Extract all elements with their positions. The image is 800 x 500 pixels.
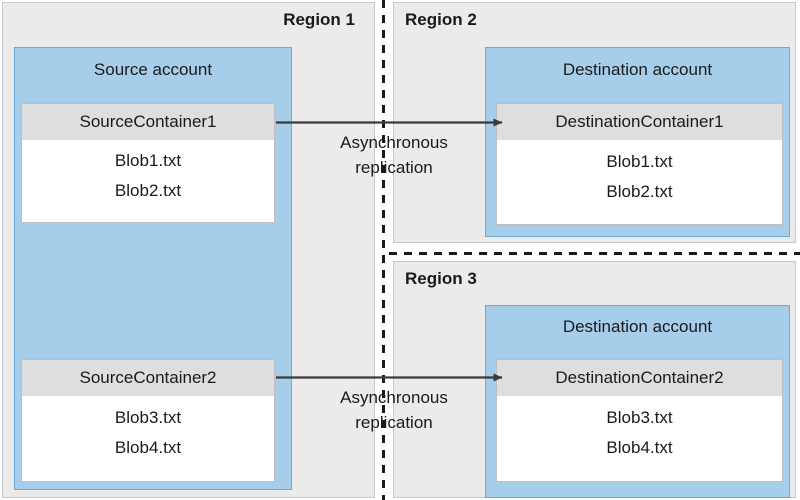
container-title-destination-1: DestinationContainer1 bbox=[497, 104, 782, 140]
blob-item: Blob1.txt bbox=[114, 151, 182, 170]
blob-item: Blob2.txt bbox=[114, 181, 182, 200]
blob-item: Blob4.txt bbox=[114, 438, 182, 457]
blob-item: Blob4.txt bbox=[606, 438, 673, 457]
blob-item: Blob2.txt bbox=[606, 182, 673, 201]
blob-list-destination-1: Blob1.txt Blob2.txt bbox=[497, 147, 782, 207]
region-3-title: Region 3 bbox=[405, 269, 477, 288]
container-box-destination-2[interactable]: DestinationContainer2 Blob3.txt Blob4.tx… bbox=[496, 359, 783, 482]
container-title-source-2: SourceContainer2 bbox=[22, 360, 274, 396]
container-box-destination-1[interactable]: DestinationContainer1 Blob1.txt Blob2.tx… bbox=[496, 103, 783, 225]
source-account-label: Source account bbox=[93, 60, 213, 79]
region-2-title: Region 2 bbox=[405, 10, 477, 29]
container-box-source-2[interactable]: SourceContainer2 Blob3.txt Blob4.txt bbox=[21, 359, 275, 482]
blob-item: Blob3.txt bbox=[606, 408, 673, 427]
destination-account-label-1: Destination account bbox=[562, 60, 713, 79]
container-title-destination-2: DestinationContainer2 bbox=[497, 360, 782, 396]
blob-list-source-1: Blob1.txt Blob2.txt bbox=[22, 146, 274, 206]
replication-label-2-line1: Asynchronous bbox=[340, 388, 448, 407]
replication-label-1-line1: Asynchronous bbox=[340, 133, 448, 152]
replication-label-1-line2: replication bbox=[355, 158, 433, 177]
blob-item: Blob1.txt bbox=[606, 152, 673, 171]
destination-account-label-2: Destination account bbox=[562, 317, 713, 336]
container-title-source-1: SourceContainer1 bbox=[22, 104, 274, 140]
blob-item: Blob3.txt bbox=[114, 408, 182, 427]
replication-label-2: Asynchronous replication bbox=[294, 385, 494, 435]
region-1-title: Region 1 bbox=[283, 10, 355, 29]
blob-list-source-2: Blob3.txt Blob4.txt bbox=[22, 403, 274, 463]
container-box-source-1[interactable]: SourceContainer1 Blob1.txt Blob2.txt bbox=[21, 103, 275, 223]
replication-label-1: Asynchronous replication bbox=[294, 130, 494, 180]
blob-list-destination-2: Blob3.txt Blob4.txt bbox=[497, 403, 782, 463]
replication-label-2-line2: replication bbox=[355, 413, 433, 432]
